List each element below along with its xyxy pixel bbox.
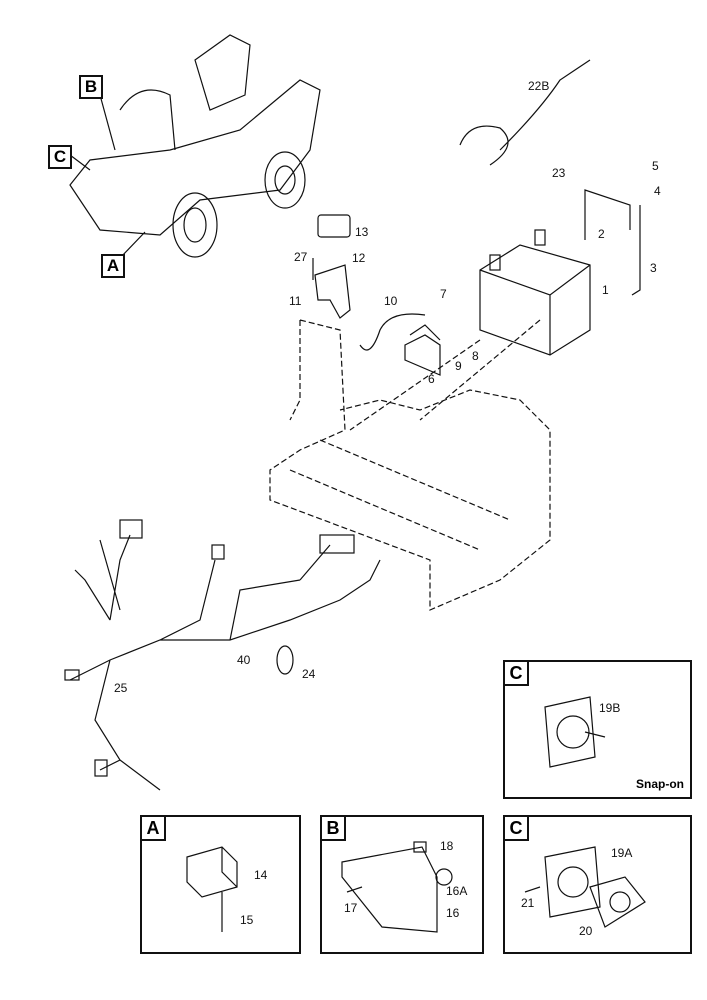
part-label: 40 xyxy=(237,653,251,667)
callout-c: C xyxy=(48,145,72,169)
part-label: 14 xyxy=(254,868,268,882)
callout-a: A xyxy=(101,254,125,278)
part-label: 17 xyxy=(344,901,358,915)
part-label: 23 xyxy=(552,166,566,180)
detail-tag: C xyxy=(505,817,529,841)
part-label: 21 xyxy=(521,896,535,910)
detail-c-snap-on: C 19B Snap-on xyxy=(503,660,692,799)
detail-tag: A xyxy=(142,817,166,841)
part-label: 10 xyxy=(384,294,398,308)
part-label: 11 xyxy=(289,294,302,308)
detail-a: A 14 15 xyxy=(140,815,301,954)
detail-c: C 19A 21 20 xyxy=(503,815,692,954)
part-label: 16A xyxy=(446,884,468,898)
detail-b: B 18 16A 17 16 xyxy=(320,815,484,954)
part-label: 24 xyxy=(302,667,316,681)
detail-tag: B xyxy=(322,817,346,841)
part-label: 5 xyxy=(652,159,659,173)
part-label: 6 xyxy=(428,372,435,386)
part-label: 16 xyxy=(446,906,460,920)
part-label: 8 xyxy=(472,349,479,363)
part-label: 9 xyxy=(455,359,462,373)
part-label: 3 xyxy=(650,261,657,275)
part-label: 2 xyxy=(598,227,605,241)
battery-illustration xyxy=(479,229,591,356)
detail-tag: C xyxy=(505,662,529,686)
part-label: 13 xyxy=(355,225,369,239)
tractor-illustration xyxy=(69,34,321,259)
part-label: 20 xyxy=(579,924,593,938)
part-label: 15 xyxy=(240,913,254,927)
part-label: 1 xyxy=(602,283,609,297)
part-label: 18 xyxy=(440,839,454,853)
part-label: 27 xyxy=(294,250,308,264)
part-label: 19B xyxy=(599,701,621,715)
part-label: 7 xyxy=(440,287,447,301)
callout-b: B xyxy=(79,75,103,99)
wiring-harness-illustration xyxy=(64,519,381,791)
part-label: 4 xyxy=(654,184,661,198)
snap-on-note: Snap-on xyxy=(636,777,684,791)
part-label: 22B xyxy=(528,79,550,93)
part-label: 25 xyxy=(114,681,128,695)
part-label: 19A xyxy=(611,846,633,860)
part-label: 12 xyxy=(352,251,366,265)
